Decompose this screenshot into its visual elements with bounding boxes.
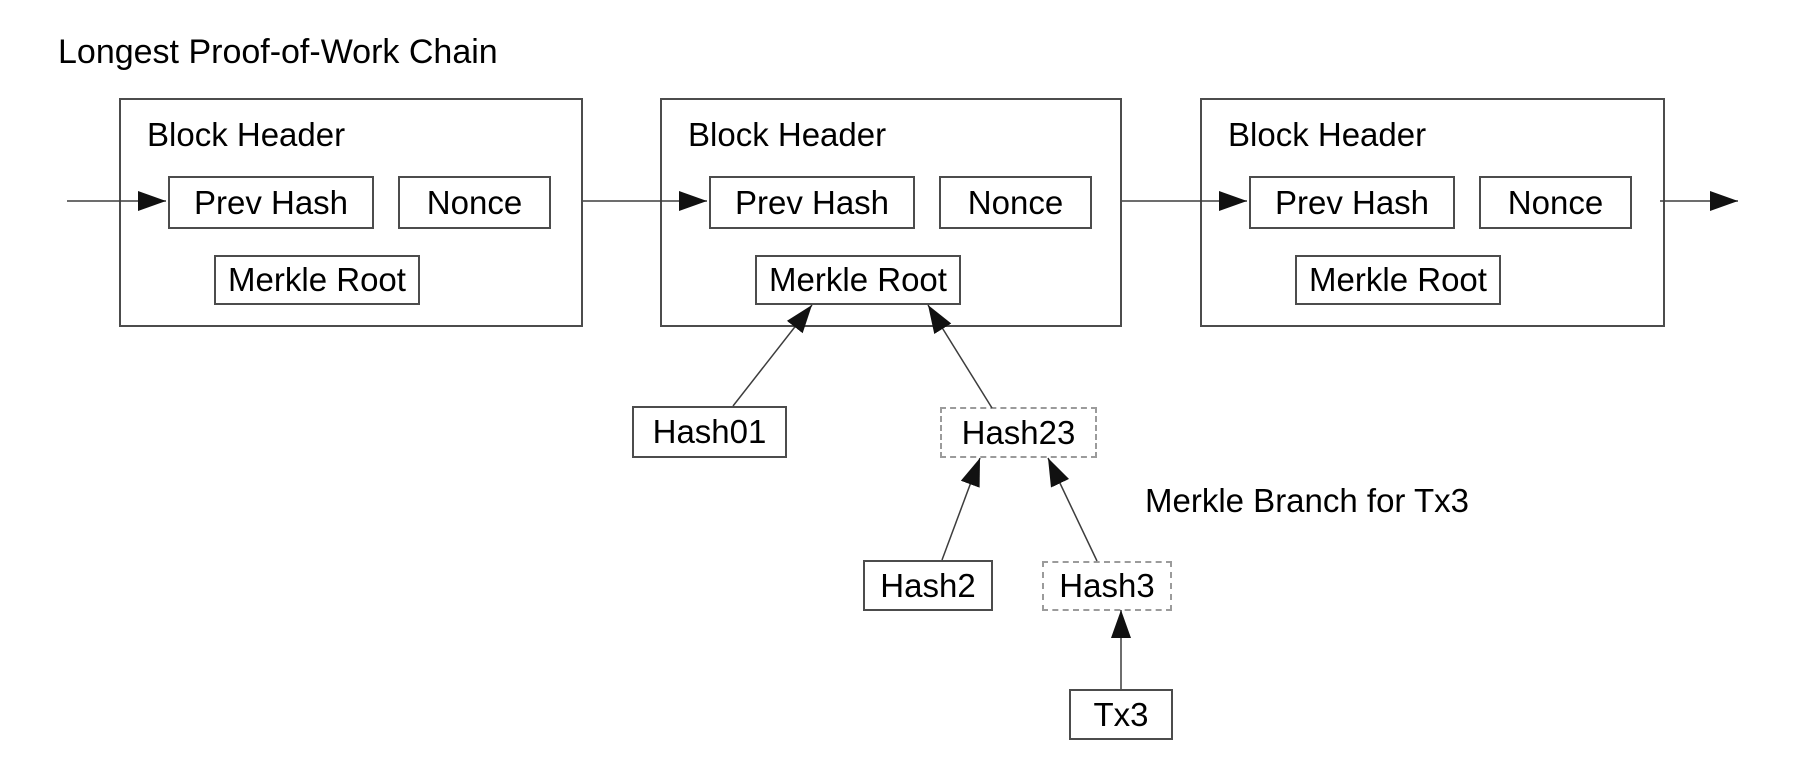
block-3-prev-hash-box: Prev Hash [1249, 176, 1455, 229]
hash2-node: Hash2 [863, 560, 993, 611]
block-2-merkle-root-box: Merkle Root [755, 255, 961, 305]
hash01-node: Hash01 [632, 406, 787, 458]
arrow-hash2-to-hash23 [941, 457, 981, 561]
hash3-node: Hash3 [1042, 561, 1172, 611]
diagram-title: Longest Proof-of-Work Chain [58, 33, 498, 71]
arrow-hash3-to-hash23 [1047, 457, 1098, 562]
block-1-header-label: Block Header [147, 116, 346, 153]
block-1-merkle-root-box: Merkle Root [214, 255, 420, 305]
block-1-nonce-box: Nonce [398, 176, 551, 229]
block-3-nonce-box: Nonce [1479, 176, 1632, 229]
hash23-node: Hash23 [940, 407, 1097, 458]
merkle-branch-annotation: Merkle Branch for Tx3 [1145, 482, 1470, 519]
block-3: Block Header Prev Hash Nonce Merkle Root [1200, 98, 1665, 327]
tx3-node: Tx3 [1069, 689, 1173, 740]
block-3-header-label: Block Header [1228, 116, 1427, 153]
block-2: Block Header Prev Hash Nonce Merkle Root [660, 98, 1122, 327]
block-2-header-label: Block Header [688, 116, 887, 153]
block-1-prev-hash-box: Prev Hash [168, 176, 374, 229]
block-2-prev-hash-box: Prev Hash [709, 176, 915, 229]
block-1: Block Header Prev Hash Nonce Merkle Root [119, 98, 583, 327]
block-2-nonce-box: Nonce [939, 176, 1092, 229]
block-3-merkle-root-box: Merkle Root [1295, 255, 1501, 305]
